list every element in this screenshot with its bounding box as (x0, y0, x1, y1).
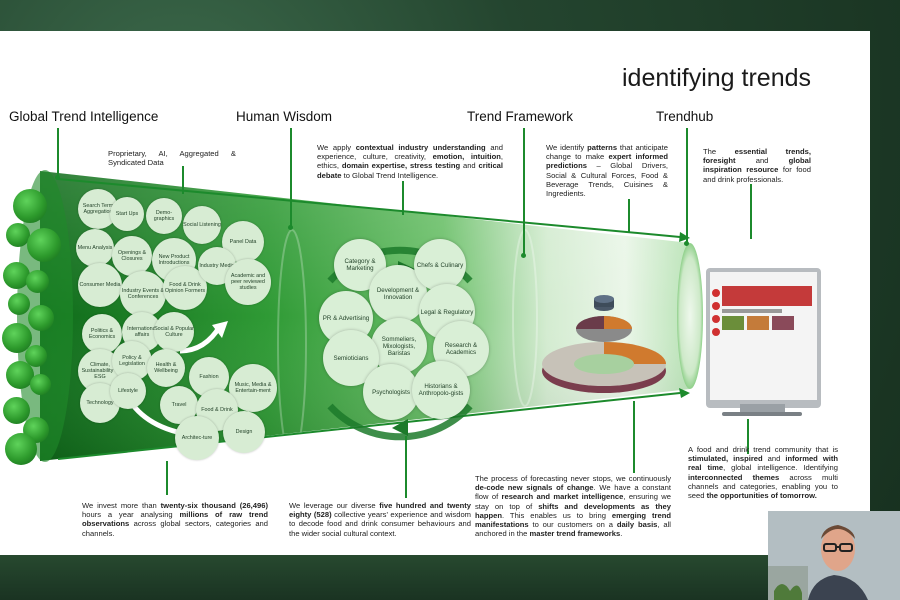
webcam-video (768, 511, 900, 600)
data-ball (27, 228, 61, 262)
connector-line (402, 181, 404, 215)
connector-dot (288, 225, 293, 230)
heading-human-wisdom: Human Wisdom (236, 109, 333, 124)
data-ball (6, 223, 30, 247)
connector-dot (684, 241, 689, 246)
gti-bubble: Architec-ture (175, 416, 219, 460)
tf-bottom-text: The process of forecasting never stops, … (475, 474, 671, 539)
connector-line (182, 166, 184, 194)
tf-top-text: We identify patterns that anticipate cha… (546, 143, 669, 199)
hw-top-text: We apply contextual industry understandi… (317, 143, 503, 180)
data-ball (8, 293, 30, 315)
connector-line (57, 128, 59, 178)
connector-line (750, 184, 752, 239)
data-ball (30, 374, 51, 395)
gti-bubble: Lifestyle (110, 373, 146, 409)
connector-dot (521, 253, 526, 258)
data-ball (3, 262, 30, 289)
heading-trendhub: Trendhub (656, 109, 714, 124)
connector-line (523, 128, 525, 256)
hw-bubble: Chefs & Culinary (414, 239, 466, 291)
hw-bubble: Development & Innovation (369, 265, 427, 323)
connector-line (686, 128, 688, 244)
gti-bottom-text: We invest more than twenty-six thousand … (82, 501, 268, 538)
hw-bottom-text: We leverage our diverse five hundred and… (289, 501, 472, 538)
gti-bubble: Demo-graphics (146, 198, 182, 234)
slide-title: identifying trends (622, 64, 812, 92)
gti-top-text: Proprietary, AI, Aggregated & Syndicated… (108, 149, 236, 168)
funnel-end-cap (677, 243, 703, 389)
th-top-text: The essential trends, foresight and glob… (703, 147, 811, 184)
background-bottom (0, 555, 900, 600)
connector-line (747, 419, 749, 454)
connector-line (633, 401, 635, 473)
gti-bubble: Health & Wellbeing (147, 349, 185, 387)
connector-line (405, 436, 407, 498)
data-ball (13, 189, 47, 223)
gti-bubble: Politics & Economics (82, 314, 122, 354)
gti-bubble: Social & Popular Culture (154, 312, 194, 352)
data-ball (3, 397, 30, 424)
presenter-video (768, 511, 900, 600)
presentation-slide: identifying trends Global Trend Intellig… (0, 31, 870, 555)
connector-line (166, 461, 168, 495)
gti-bubble: Design (223, 411, 265, 453)
hw-bubble: Psychologists (363, 364, 419, 420)
gti-bubble: Industry Events & Conferences (120, 271, 166, 317)
data-ball (26, 270, 49, 293)
gti-bubble: Openings & Closures (112, 236, 152, 276)
th-bottom-text: A food and drink trend community that is… (688, 445, 839, 501)
heading-trend-framework: Trend Framework (467, 109, 574, 124)
ring-chart-icon (542, 295, 666, 393)
data-ball (6, 361, 34, 389)
gti-bubble: Start Ups (110, 197, 144, 231)
connector-line (628, 199, 630, 233)
connector-dot (55, 175, 60, 180)
data-ball (5, 433, 37, 465)
gti-bubble: Academic and peer reviewed studies (225, 259, 271, 305)
connector-line (290, 128, 292, 228)
heading-global-trend-intelligence: Global Trend Intelligence (9, 109, 159, 124)
trendhub-monitor-icon (706, 268, 821, 416)
data-ball (25, 345, 47, 367)
gti-bubble: Menu Analysis (76, 229, 114, 267)
hw-bubble: Historians & Anthropolo-gists (412, 361, 470, 419)
data-ball (28, 305, 54, 331)
gti-bubble: Consumer Media (78, 263, 122, 307)
gti-bubble: Social Listening (183, 206, 221, 244)
